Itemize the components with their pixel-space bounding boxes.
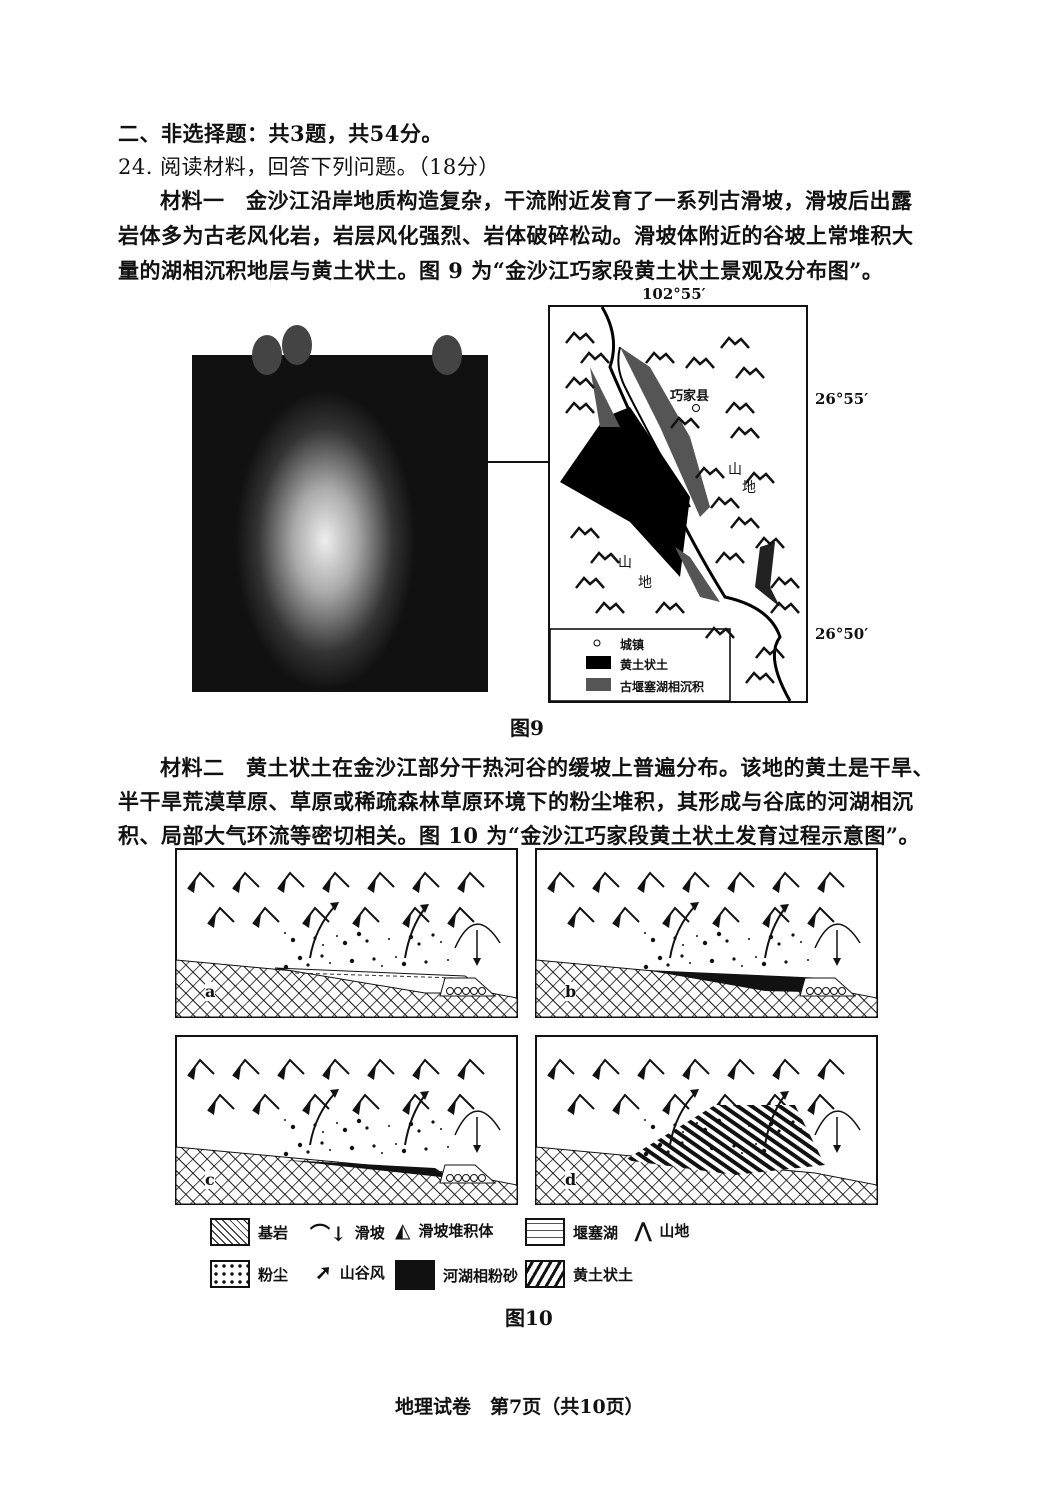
figure10-caption: 图10	[505, 1306, 553, 1330]
latitude-north-label: 26°55′	[815, 390, 869, 408]
material1-line: 岩体多为古老风化岩，岩层风化强烈、岩体破碎松动。滑坡体附近的谷坡上常堆积大	[118, 223, 914, 248]
region-label: 地	[742, 480, 756, 496]
legend-landslide: ⌒↓滑坡	[310, 1222, 385, 1246]
figure9-caption: 图9	[510, 716, 544, 740]
legend-loess: 黄土状土	[620, 658, 669, 672]
panel-d	[535, 1035, 878, 1205]
material2-line: 材料二 黄土状土在金沙江部分干热河谷的缓坡上普遍分布。该地的黄土是干旱、	[160, 755, 934, 780]
material2-line: 半干旱荒漠草原、草原或稀疏森林草原环境下的粉尘堆积，其形成与谷底的河湖相沉	[118, 789, 914, 814]
panel-b	[535, 848, 878, 1018]
panel-a	[175, 848, 518, 1018]
legend-valley-wind: ➚山谷风	[315, 1260, 385, 1284]
legend-dammed-lake: 堰塞湖	[525, 1218, 618, 1246]
material1-line: 材料一 金沙江沿岸地质构造复杂，干流附近发育了一系列古滑坡，滑坡后出露	[160, 188, 913, 213]
legend-lacustrine-silt: 河湖相粉砂	[395, 1260, 518, 1290]
distribution-map: 巧家县 山 地 山 地 城镇 黄土状土 古堰塞湖相沉积	[548, 305, 808, 703]
panel-label: a	[205, 982, 216, 1001]
panel-c	[175, 1035, 518, 1205]
region-label: 山	[728, 462, 742, 478]
legend-dust: 粉尘	[210, 1260, 288, 1288]
longitude-label: 102°55′	[642, 285, 706, 303]
panel-label: b	[565, 982, 577, 1001]
town-label: 巧家县	[670, 389, 710, 404]
mountain-symbols	[565, 331, 800, 684]
region-label: 山	[618, 555, 632, 571]
legend-lake-sediment: 古堰塞湖相沉积	[620, 680, 705, 694]
panel-label: c	[205, 1170, 215, 1189]
region-label: 地	[638, 575, 652, 591]
material2-line: 积、局部大气环流等密切相关。图 10 为“金沙江巧家段黄土状土发育过程示意图”。	[118, 823, 921, 848]
panel-label: d	[565, 1170, 577, 1189]
page-footer: 地理试卷 第7页（共10页）	[395, 1396, 644, 1418]
legend-town: 城镇	[620, 638, 645, 652]
loess-landscape-photo	[192, 325, 488, 692]
section-heading: 二、非选择题：共3题，共54分。	[118, 121, 443, 146]
legend-mountain: ⋀山地	[635, 1218, 690, 1242]
question-title: 24. 阅读材料，回答下列问题。（18分）	[118, 155, 500, 179]
legend-loess-like-soil: 黄土状土	[525, 1260, 633, 1288]
legend-landslide-deposit: ◭滑坡堆积体	[395, 1218, 494, 1242]
latitude-south-label: 26°50′	[815, 625, 869, 643]
material1-line: 量的湖相沉积地层与黄土状土。图 9 为“金沙江巧家段黄土状土景观及分布图”。	[118, 258, 884, 283]
connector-line	[488, 461, 550, 463]
town-marker	[692, 404, 700, 412]
legend-bedrock: 基岩	[210, 1218, 288, 1246]
